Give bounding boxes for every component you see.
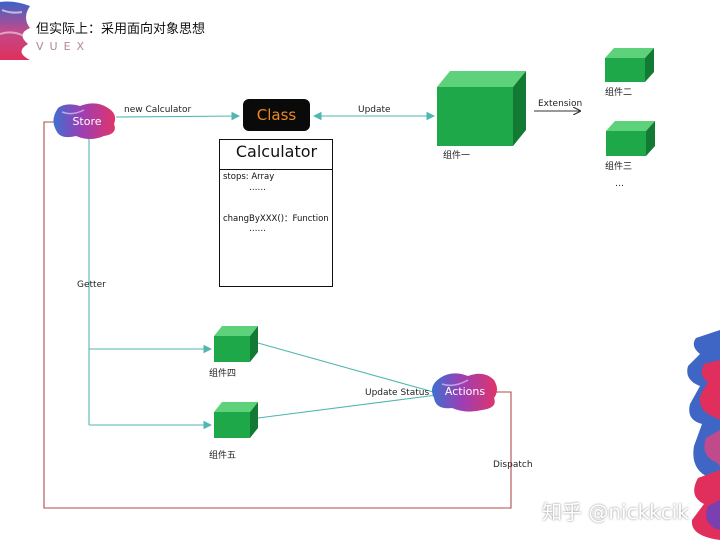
- component-3-cube[interactable]: [606, 121, 655, 156]
- page-subtitle: VUEX: [36, 40, 91, 53]
- calculator-dots-1: ……: [249, 183, 266, 193]
- new-calculator-label: new Calculator: [124, 105, 191, 115]
- store-blob[interactable]: [53, 103, 116, 139]
- decorative-brush-splash: [687, 330, 720, 540]
- calculator-method-field: changByXXX()：Function: [223, 214, 329, 224]
- store-label: Store: [72, 115, 102, 128]
- getter-label: Getter: [77, 280, 106, 290]
- dispatch-label: Dispatch: [493, 460, 533, 470]
- extension-label: Extension: [538, 99, 582, 109]
- component-3-more: …: [615, 179, 624, 189]
- actions-label: Actions: [444, 385, 486, 398]
- component-2-cube[interactable]: [605, 48, 654, 82]
- calculator-stops-field: stops: Array: [223, 172, 275, 182]
- calculator-box: [219, 139, 333, 287]
- component-5-cube[interactable]: [214, 402, 258, 438]
- page-title: 但实际上：采用面向对象思想: [36, 22, 206, 37]
- calculator-dots-2: ……: [249, 224, 266, 234]
- component-2-label: 组件二: [605, 86, 632, 98]
- watermark: 知乎 @nickkcik: [542, 500, 689, 524]
- new-calculator-arrow: [115, 111, 241, 121]
- component-1-cube[interactable]: [437, 71, 526, 146]
- c5-to-actions-line: [257, 394, 438, 419]
- calculator-title: Calculator: [235, 142, 318, 161]
- component-5-label: 组件五: [209, 449, 236, 461]
- component-4-label: 组件四: [209, 367, 236, 379]
- class-badge[interactable]: Class: [243, 99, 310, 131]
- actions-blob[interactable]: [432, 373, 497, 412]
- dispatch-loop-line: [43, 121, 512, 509]
- logo-mark: [0, 1, 30, 60]
- update-status-label: Update Status: [365, 388, 429, 398]
- update-label: Update: [358, 105, 391, 115]
- component-4-cube[interactable]: [214, 326, 258, 362]
- component-1-label: 组件一: [443, 149, 470, 161]
- component-3-label: 组件三: [605, 160, 632, 172]
- c4-to-actions-line: [257, 342, 438, 394]
